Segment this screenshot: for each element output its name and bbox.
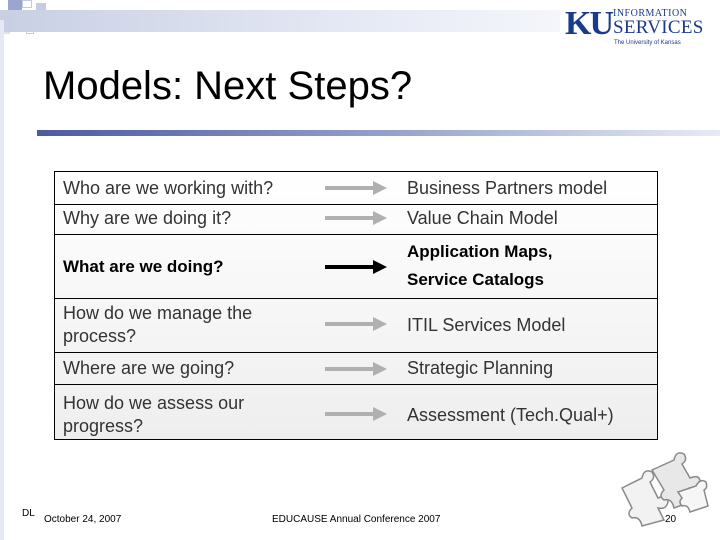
left-band [0,20,4,540]
logo-university: The University of Kansas [614,40,681,46]
row-divider [55,352,657,353]
title-rule [37,130,720,136]
right-arrow-icon [325,260,387,274]
models-table: Who are we working with? Business Partne… [54,171,658,440]
table-row-answer: Assessment (Tech.Qual+) [407,405,614,425]
puzzle-pieces-icon [620,452,709,527]
question-line: How do we manage the [63,303,253,323]
table-row-answer: ITIL Services Model [407,315,566,335]
answer-line: Application Maps, [407,242,553,261]
right-arrow-icon [325,181,387,195]
header-band [0,10,560,32]
table-row-answer: Application Maps, Service Catalogs [407,238,657,294]
row-divider [55,234,657,235]
table-row-question: Where are we going? [63,358,235,378]
logo-information: INFORMATION [613,8,688,19]
row-divider [55,298,657,299]
table-row-question: How do we assess our progress? [63,392,299,438]
answer-line: Service Catalogs [407,270,545,289]
table-row-answer: Strategic Planning [407,358,554,378]
footer-date: October 24, 2007 [44,514,122,525]
right-arrow-icon [325,362,387,376]
row-divider [55,204,657,205]
table-row-question: Who are we working with? [63,178,274,198]
decor-square [36,3,46,13]
table-row-answer: Business Partners model [407,178,608,198]
decor-square [8,0,22,10]
ku-information-services-logo: KU INFORMATION SERVICES The University o… [563,4,713,48]
footer-conference: EDUCAUSE Annual Conference 2007 [272,514,441,525]
decor-square [22,0,32,8]
row-divider [55,384,657,385]
table-row-question: What are we doing? [63,257,224,276]
logo-services: SERVICES [613,17,704,38]
table-row-question: How do we manage the process? [63,302,299,348]
footer-code: DL [22,508,35,519]
logo-ku: KU [565,5,614,42]
question-line: progress? [63,416,144,436]
right-arrow-icon [325,211,387,225]
right-arrow-icon [325,317,387,331]
right-arrow-icon [325,407,387,421]
footer-page-number: 20 [665,514,677,525]
question-line: How do we assess our [63,393,245,413]
slide-title: Models: Next Steps? [43,64,413,108]
table-row-answer: Value Chain Model [407,208,558,228]
question-line: process? [63,326,137,346]
table-row-question: Why are we doing it? [63,208,232,228]
